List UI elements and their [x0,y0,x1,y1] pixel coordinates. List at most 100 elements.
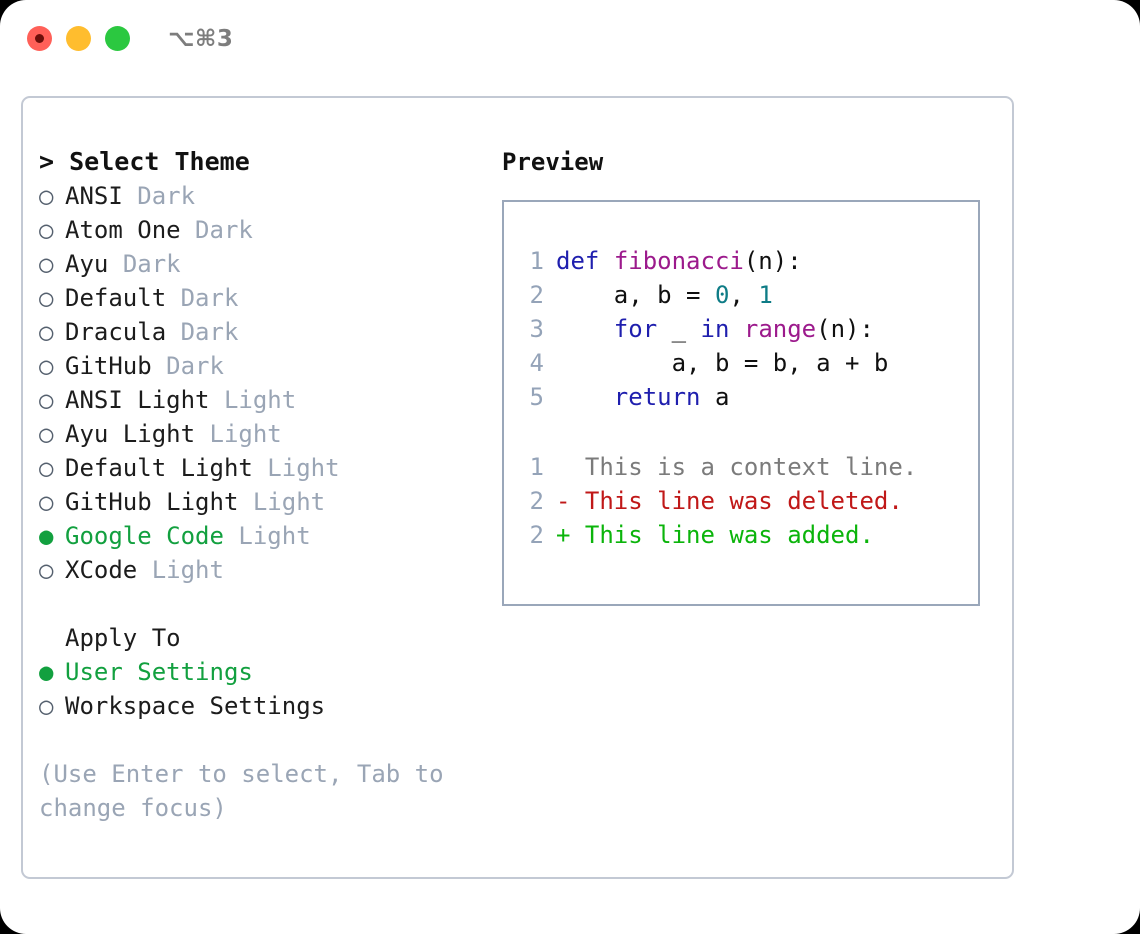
radio-unselected-icon: ○ [39,386,54,414]
theme-variant-tag: Dark [195,216,253,244]
code-token: return [613,383,701,411]
theme-variant-tag: Light [238,522,311,550]
minimize-button[interactable] [66,26,91,51]
theme-name: Google Code [65,522,224,550]
content-panel: > Select Theme ○ANSI Dark○Atom One Dark○… [21,96,1014,879]
code-token: 0 [714,281,730,309]
theme-picker-header: > Select Theme [39,145,479,179]
code-token [599,247,613,275]
theme-variant-tag: Dark [137,182,196,210]
theme-name: Default [65,284,167,312]
close-button[interactable] [27,26,52,51]
theme-picker-column: > Select Theme ○ANSI Dark○Atom One Dark○… [39,145,479,825]
spacer [39,587,479,621]
line-number: 3 [529,315,544,343]
theme-name: Ayu [65,250,109,278]
theme-list-item[interactable]: ● Google Code Light [39,519,479,553]
diff-text: This is a context line. [570,453,918,481]
line-number: 4 [529,349,544,377]
code-token: def [556,247,600,275]
theme-variant-tag: Light [252,488,326,516]
preview-title: Preview [502,148,604,176]
theme-list-item[interactable]: ○ ANSI Light Light [39,383,479,417]
radio-unselected-icon: ○ [39,420,54,448]
radio-unselected-icon: ○ [39,216,54,244]
theme-list-item[interactable]: ○GitHub Light Light [39,485,479,519]
code-token: (n): [816,315,874,343]
diff-marker: - [556,487,571,515]
diff-line: 2 + This line was added. [522,518,917,552]
line-number: 1 [529,247,544,275]
maximize-button[interactable] [105,26,130,51]
theme-variant-tag: Dark [166,352,224,380]
apply-to-item[interactable]: ● User Settings [39,655,479,689]
radio-unselected-icon: ○ [39,352,54,380]
theme-variant-tag: Light [223,386,297,414]
code-line: 5 return a [522,380,888,414]
radio-unselected-icon: ○ [39,250,54,278]
apply-to-item[interactable]: ○ Workspace Settings [39,689,479,723]
diff-line: 1 This is a context line. [522,450,918,484]
theme-variant-tag: Light [209,420,282,448]
radio-unselected-icon: ○ [39,318,54,346]
theme-list-item[interactable]: ○Dracula Dark [39,315,479,349]
theme-name: ANSI [65,182,123,210]
code-token [556,315,614,343]
theme-name: GitHub Light [65,488,239,516]
diff-line: 2- This line was deleted. [522,484,917,518]
code-line: 3 for _ in range(n): [522,312,888,346]
line-number: 2 [529,281,544,309]
keyboard-hint: (Use Enter to select, Tab to change focu… [39,760,459,822]
code-token: a [700,383,730,411]
line-number: 2 [529,521,544,549]
theme-list[interactable]: ○ANSI Dark○Atom One Dark○Ayu Dark○Defaul… [39,179,479,587]
theme-list-item[interactable]: ○Default Light Light [39,451,479,485]
diff-sample: 1 This is a context line.2- This line wa… [522,450,918,552]
line-number: 1 [529,453,544,481]
window-controls [27,26,130,51]
line-number: 2 [529,487,544,515]
diff-text: This line was added. [570,521,874,549]
code-token: for [613,315,658,343]
radio-unselected-icon: ○ [39,692,54,720]
radio-selected-icon: ● [39,658,54,686]
code-token: range [743,315,817,343]
theme-name: Ayu Light [65,420,196,448]
theme-list-item[interactable]: ○Default Dark [39,281,479,315]
radio-unselected-icon: ○ [39,182,54,210]
theme-name: XCode [65,556,138,584]
apply-to-label: Workspace Settings [65,692,326,720]
code-token: _ [657,315,701,343]
theme-list-item[interactable]: ○Ayu Dark [39,247,479,281]
code-token: a, b = b, a + b [556,349,889,377]
theme-name: ANSI Light [65,386,210,414]
window-shortcut-label: ⌥⌘3 [168,26,234,52]
theme-variant-tag: Dark [180,284,239,312]
theme-name: Default Light [65,454,253,482]
diff-marker: + [556,521,571,549]
diff-text: This line was deleted. [570,487,903,515]
theme-list-item[interactable]: ○ Ayu Light Light [39,417,479,451]
theme-list-item[interactable]: ○GitHub Dark [39,349,479,383]
line-number: 5 [529,383,544,411]
apply-to-list[interactable]: ● User Settings ○ Workspace Settings [39,655,479,723]
code-token [729,315,743,343]
radio-selected-icon: ● [39,522,54,550]
code-line: 4 a, b = b, a + b [522,346,889,380]
theme-variant-tag: Light [267,454,340,482]
theme-list-item[interactable]: ○ ANSI Dark [39,179,479,213]
code-token: fibonacci [613,247,744,275]
code-line: 2 a, b = 0, 1 [522,278,888,312]
prompt-marker-icon: > [39,147,55,176]
apply-to-header: Apply To [65,624,181,652]
apply-to-label: User Settings [65,658,253,686]
theme-list-item[interactable]: ○XCode Light [39,553,479,587]
theme-list-item[interactable]: ○Atom One Dark [39,213,479,247]
theme-variant-tag: Light [151,556,224,584]
page-title: Select Theme [69,147,250,176]
theme-variant-tag: Dark [180,318,239,346]
